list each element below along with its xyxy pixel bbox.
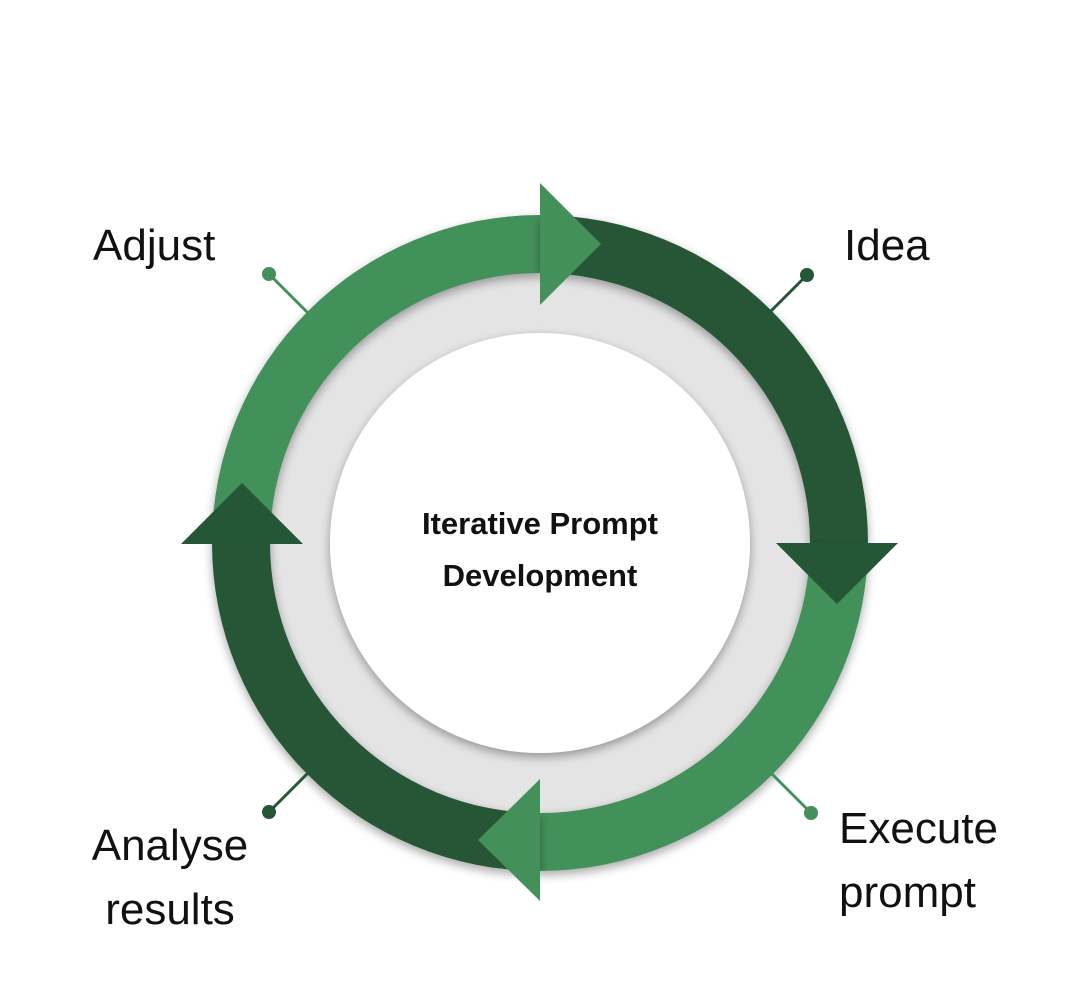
stage-label-analyse: Analyse results [91,821,249,934]
arrow-right-icon [540,183,601,305]
arrow-down-icon [776,543,898,604]
connector-adjust [262,267,310,315]
center-disc [330,333,750,753]
arrow-left-icon [478,779,540,901]
stage-label-execute: Execute prompt [839,804,998,917]
center-title: Iterative Prompt Development [421,506,658,593]
stage-label-idea: Idea [844,221,930,270]
connector-execute [770,772,818,820]
connector-analyse [262,771,310,819]
stage-label-adjust: Adjust [93,221,216,270]
connector-idea [768,268,814,314]
arrow-up-icon [181,483,303,544]
